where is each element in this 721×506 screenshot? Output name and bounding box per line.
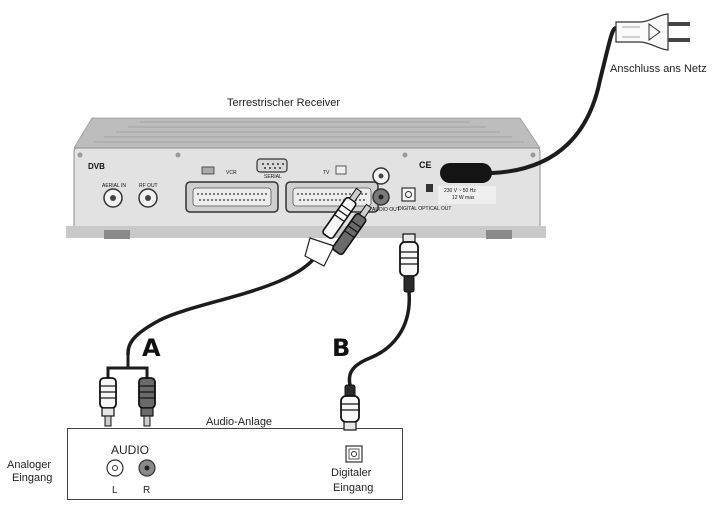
audio-out-left-socket <box>372 167 390 185</box>
rca-plug-red-audio <box>138 377 156 427</box>
analog-input-right-socket <box>138 459 156 477</box>
power-label: Anschluss ans Netz <box>610 63 707 75</box>
cable-a-label: A <box>142 334 161 362</box>
audio-out-right-socket <box>372 188 390 206</box>
audio-system-label: Audio-Anlage <box>206 416 273 428</box>
panel-rf-out-label: RF OUT <box>139 183 158 189</box>
optical-plug-receiver <box>399 233 419 293</box>
digital-input-label-line2: Eingang <box>333 482 374 494</box>
receiver <box>66 117 546 239</box>
receiver-vents <box>94 121 524 143</box>
switch-icon <box>335 165 347 175</box>
cable-b-label: B <box>332 334 351 362</box>
analog-input-left-socket <box>106 459 124 477</box>
panel-vcr-label: VCR <box>226 170 237 176</box>
power-plug-icon <box>615 13 690 51</box>
receiver-foot-right <box>486 230 512 239</box>
panel-aerial-in-label: AERIAL IN <box>102 183 126 189</box>
screw-icon <box>77 152 83 158</box>
serial-port <box>256 158 288 173</box>
analog-input-label-line1: Analoger <box>7 459 52 471</box>
panel-serial-label: SERIAL <box>264 174 282 180</box>
power-label-plate <box>438 186 496 204</box>
screw-icon <box>530 152 536 158</box>
panel-ce-mark: CE <box>419 160 432 170</box>
analog-audio-cable <box>106 237 335 378</box>
rca-plug-white-audio <box>99 377 117 427</box>
audio-system-box <box>67 428 403 500</box>
optical-plug-audio <box>340 384 360 431</box>
power-socket <box>440 163 492 183</box>
panel-digital-optical-out-label: DIGITAL OPTICAL OUT <box>398 206 452 212</box>
rca-plug-red-receiver <box>332 203 373 256</box>
panel-power-spec-line2: 12 W max <box>452 195 475 201</box>
rca-plug-white-receiver <box>322 187 363 240</box>
digital-input-label-line1: Digitaler <box>331 467 372 479</box>
panel-tv-label: TV <box>323 170 330 176</box>
right-channel-label: R <box>143 485 151 496</box>
digital-input-socket <box>345 445 363 463</box>
receiver-foot-left <box>104 230 130 239</box>
receiver-label: Terrestrischer Receiver <box>227 97 341 109</box>
left-channel-label: L <box>112 485 118 496</box>
power-switch <box>426 184 433 192</box>
aerial-in-socket <box>103 188 123 208</box>
screw-icon <box>175 152 181 158</box>
audio-label: AUDIO <box>111 443 150 457</box>
screw-icon <box>402 152 408 158</box>
receiver-base-shadow <box>66 226 546 238</box>
switch-icon <box>201 166 215 175</box>
analog-input-label-line2: Eingang <box>12 472 53 484</box>
panel-audio-out-label: AUDIO OUT <box>372 207 400 213</box>
digital-optical-out-socket <box>401 187 416 202</box>
rf-out-socket <box>138 188 158 208</box>
scart-vcr-connector <box>185 181 279 213</box>
optical-cable <box>347 291 411 386</box>
audio-sockets <box>106 445 363 477</box>
receiver-top <box>73 117 541 149</box>
panel-power-spec-line1: 230 V ~ 50 Hz <box>444 188 476 194</box>
panel-dvb-logo: DVB <box>88 162 105 171</box>
power-cable <box>490 26 618 175</box>
